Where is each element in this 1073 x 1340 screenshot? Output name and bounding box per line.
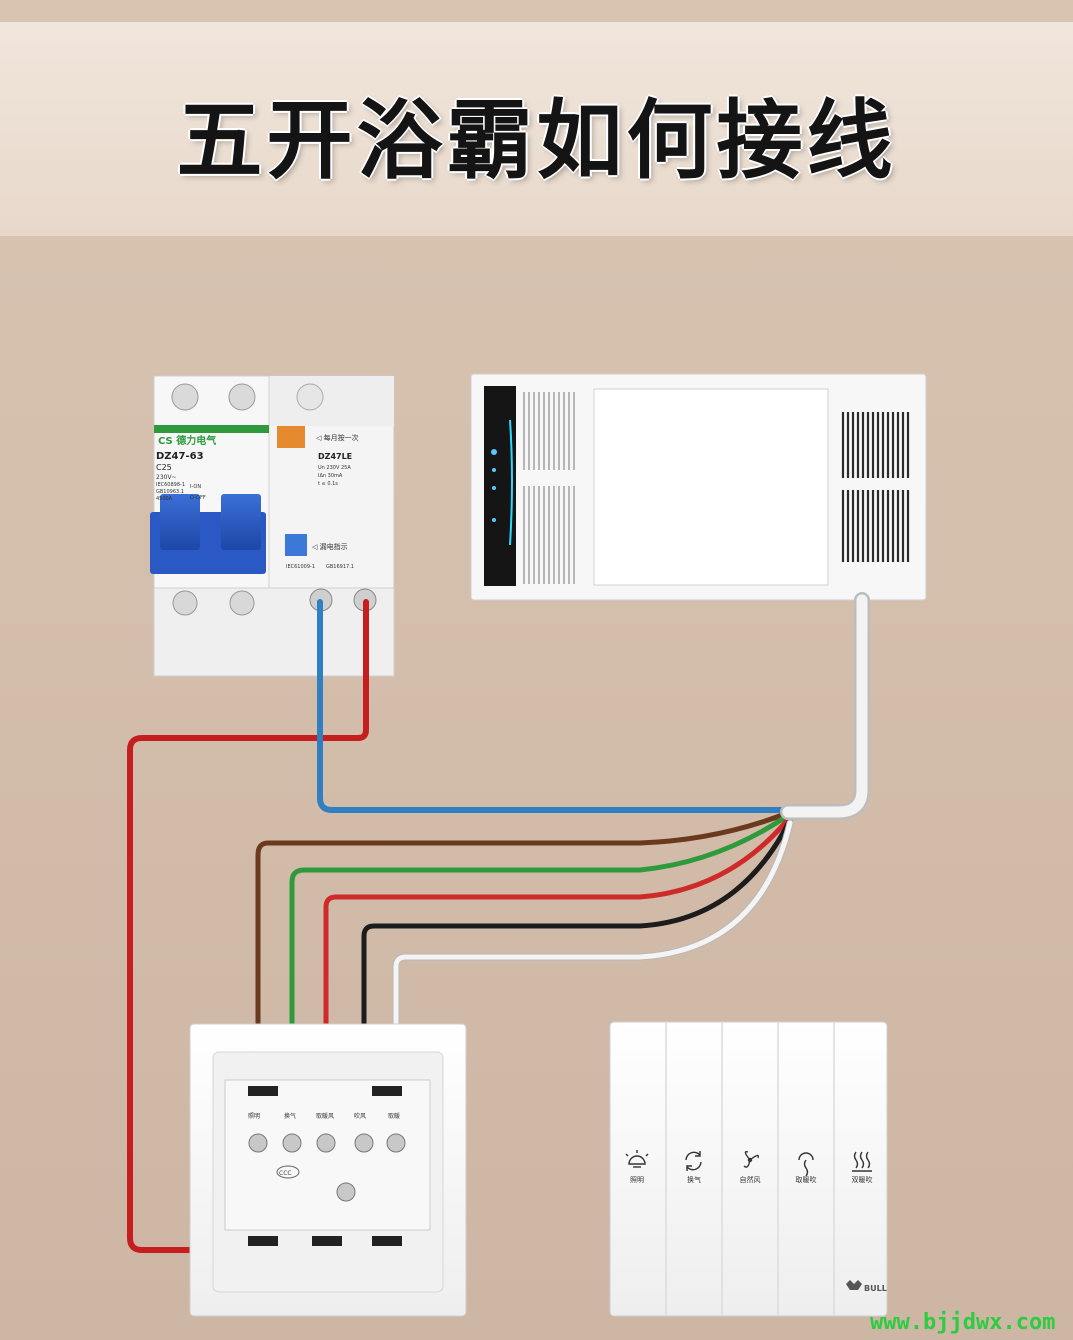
switch-back: 照明 换气 取暖风 吹风 取暖 CCC bbox=[189, 1023, 467, 1317]
terminal-label-2: 换气 bbox=[284, 1112, 296, 1120]
breaker-on-label: I-ON bbox=[190, 484, 201, 490]
switch-label-4: 取暖吹 bbox=[796, 1175, 817, 1184]
breaker-model-right: DZ47LE bbox=[318, 452, 352, 461]
terminal-label-3: 取暖风 bbox=[316, 1112, 334, 1120]
breaker-spec3: t ≤ 0.1s bbox=[318, 481, 338, 487]
breaker-brand: CS 德力电气 bbox=[158, 434, 216, 447]
switch-label-2: 换气 bbox=[687, 1175, 701, 1184]
switch-button-lighting[interactable]: 照明 bbox=[625, 1150, 649, 1184]
breaker-model-left: DZ47-63 bbox=[156, 451, 204, 462]
breaker-spec1: Un 230V 25A bbox=[318, 465, 351, 471]
switch-button-ventilation[interactable]: 换气 bbox=[685, 1151, 702, 1184]
switch-front: 照明 换气 自然风 取暖吹 bbox=[609, 1021, 888, 1317]
breaker-voltage: 230V~ bbox=[156, 474, 177, 481]
title-banner bbox=[0, 22, 1073, 236]
lamp-icon bbox=[625, 1150, 649, 1168]
breaker-spec2: IΔn 30mA bbox=[318, 473, 343, 479]
fan-icon bbox=[743, 1150, 760, 1168]
terminal-label-1: 照明 bbox=[248, 1113, 260, 1120]
cycle-icon bbox=[685, 1151, 702, 1171]
breaker-note-top: ◁ 每月按一次 bbox=[316, 433, 359, 442]
switch-button-natural-wind[interactable]: 自然风 bbox=[740, 1150, 761, 1184]
switch-brand: BULL bbox=[864, 1284, 887, 1293]
breaker-std-bottom2: GB16917.1 bbox=[326, 564, 354, 570]
terminal-label-4: 吹风 bbox=[354, 1112, 366, 1120]
breaker-off-label: O-OFF bbox=[190, 495, 206, 501]
terminal-label-5: 取暖 bbox=[388, 1112, 400, 1120]
heat-icon bbox=[852, 1151, 872, 1172]
page-title: 五开浴霸如何接线 bbox=[176, 91, 897, 191]
ccc-mark: CCC bbox=[279, 1170, 292, 1177]
bath-heater bbox=[470, 373, 927, 601]
breaker-std-bottom1: IEC61009-1 bbox=[286, 564, 315, 570]
watermark: www.bjjdwx.com bbox=[870, 1310, 1056, 1335]
breaker-std2: GB10963.1 bbox=[156, 489, 184, 495]
wires bbox=[127, 592, 870, 1253]
switch-label-3: 自然风 bbox=[740, 1175, 761, 1184]
circuit-breaker: CS 德力电气 DZ47-63 C25 230V~ IEC60898-1 GB1… bbox=[150, 375, 395, 677]
breaker-leak-label: ◁ 漏电指示 bbox=[312, 542, 348, 551]
breaker-capacity: 4500A bbox=[156, 496, 173, 502]
breaker-rating: C25 bbox=[156, 463, 172, 472]
switch-button-double-warm[interactable]: 双暖吹 bbox=[852, 1151, 873, 1184]
breaker-std1: IEC60898-1 bbox=[156, 482, 185, 488]
bull-logo-icon bbox=[846, 1280, 862, 1290]
switch-button-warm-blow[interactable]: 取暖吹 bbox=[796, 1152, 817, 1184]
switch-label-5: 双暖吹 bbox=[852, 1175, 873, 1184]
warm-icon bbox=[798, 1152, 814, 1177]
switch-label-1: 照明 bbox=[630, 1176, 644, 1184]
